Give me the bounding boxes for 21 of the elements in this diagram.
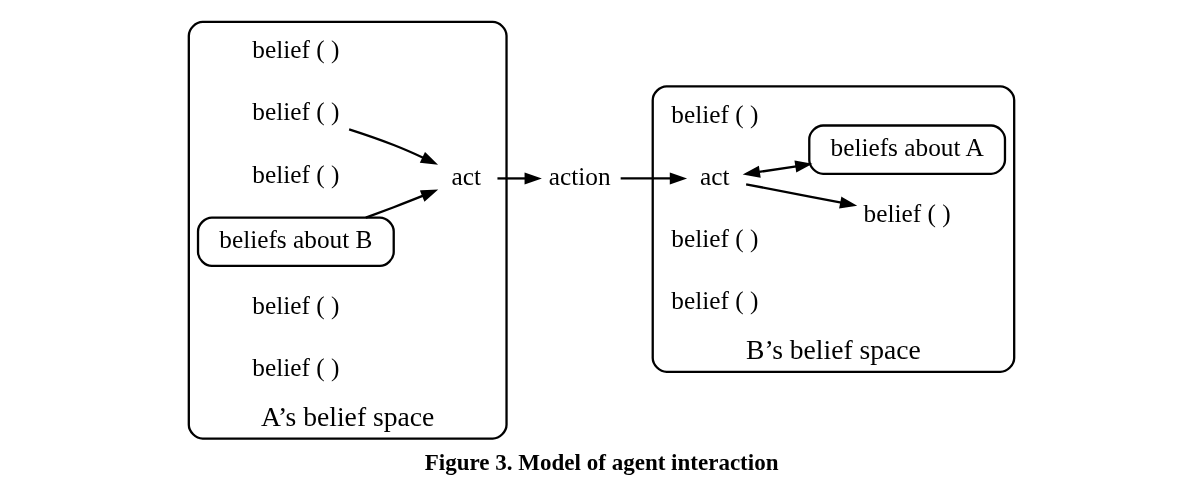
arrow — [497, 172, 542, 185]
node-box: beliefs about B — [196, 216, 395, 268]
arrow — [365, 189, 439, 219]
node-text: act — [700, 161, 730, 190]
arrow — [620, 172, 688, 185]
node-text: belief ( ) — [252, 159, 340, 188]
node-text: belief ( ) — [252, 290, 340, 319]
node-text: action — [548, 161, 611, 190]
arrow — [745, 183, 858, 209]
node-text: belief ( ) — [252, 352, 340, 381]
node-text: belief ( ) — [252, 35, 340, 64]
arrow — [742, 160, 813, 178]
node-text: belief ( ) — [671, 286, 759, 315]
arrow — [348, 128, 439, 165]
node-text: belief ( ) — [863, 198, 951, 227]
node-text: act — [451, 161, 481, 190]
caption: Figure 3. Model of agent interaction — [424, 448, 779, 475]
node-text: belief ( ) — [671, 99, 759, 128]
node-text: belief ( ) — [252, 97, 340, 126]
node-box: beliefs about A — [808, 124, 1007, 175]
node-text: belief ( ) — [671, 224, 759, 253]
